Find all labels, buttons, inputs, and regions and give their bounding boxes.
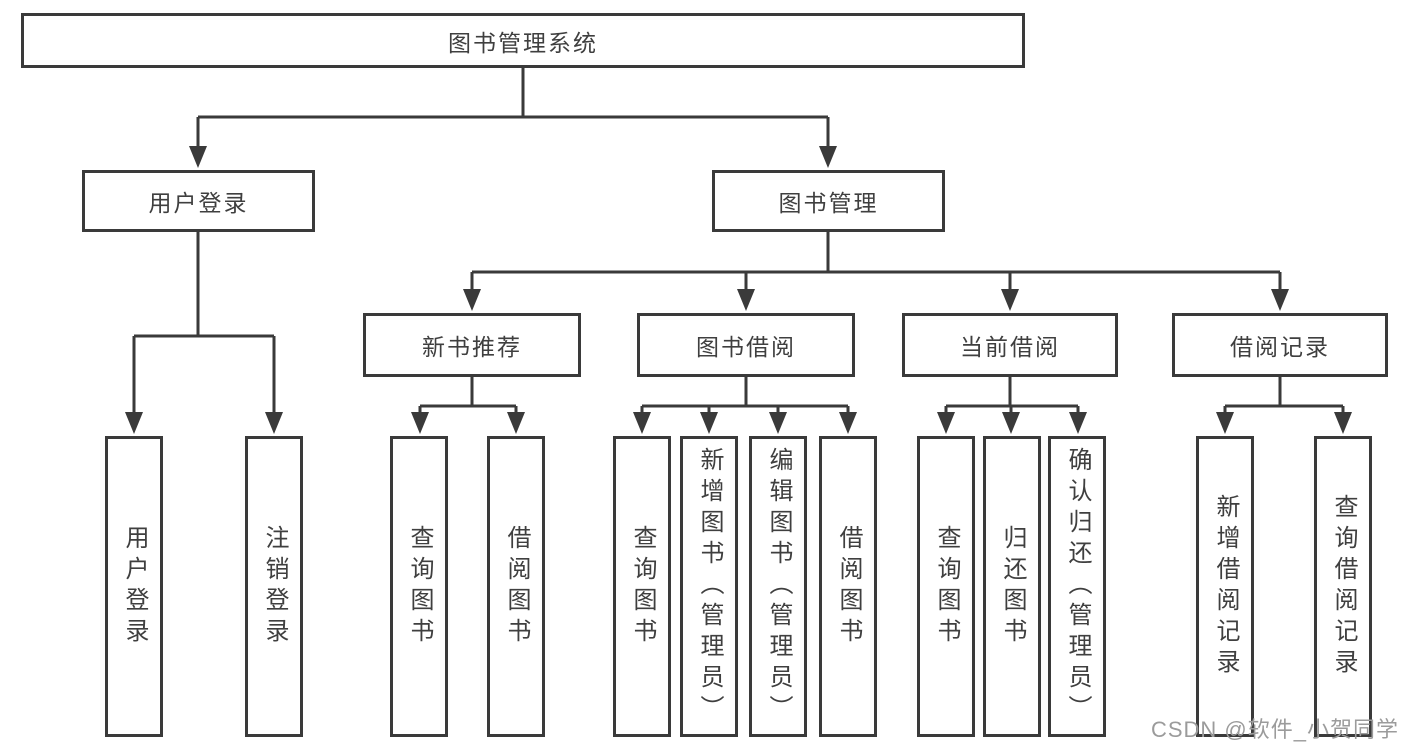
leaf-label: 查询借阅记录 <box>1330 493 1357 680</box>
node-borrow-record: 借阅记录 <box>1172 313 1388 377</box>
node-label: 借阅记录 <box>1230 334 1330 360</box>
arrow-heads <box>125 146 1352 434</box>
leaf-user-login: 用户登录 <box>105 436 163 737</box>
leaf-edit-book-admin: 编辑图书（管理员） <box>749 436 807 737</box>
leaf-add-book-admin: 新增图书（管理员） <box>680 436 738 737</box>
leaf-label: 编辑图书（管理员） <box>765 447 792 726</box>
leaf-label: 新增图书（管理员） <box>696 447 723 726</box>
leaf-borrow-book: 借阅图书 <box>819 436 877 737</box>
node-current-borrow: 当前借阅 <box>902 313 1118 377</box>
node-book-borrow: 图书借阅 <box>637 313 855 377</box>
leaf-label: 查询图书 <box>406 524 433 649</box>
node-label: 当前借阅 <box>960 334 1060 360</box>
node-user-login: 用户登录 <box>82 170 315 232</box>
leaf-label: 用户登录 <box>121 524 148 649</box>
leaf-borrow-book-recommend: 借阅图书 <box>487 436 545 737</box>
leaf-confirm-return-admin: 确认归还（管理员） <box>1048 436 1106 737</box>
leaf-label: 借阅图书 <box>835 524 862 649</box>
leaf-label: 借阅图书 <box>503 524 530 649</box>
leaf-label: 查询图书 <box>933 524 960 649</box>
node-book-management: 图书管理 <box>712 170 945 232</box>
leaf-logout: 注销登录 <box>245 436 303 737</box>
leaf-label: 查询图书 <box>629 524 656 649</box>
leaf-query-book-borrow: 查询图书 <box>613 436 671 737</box>
leaf-query-borrow-record: 查询借阅记录 <box>1314 436 1372 737</box>
node-label: 图书管理系统 <box>448 29 598 56</box>
leaf-return-book: 归还图书 <box>983 436 1041 737</box>
node-new-book-recommend: 新书推荐 <box>363 313 581 377</box>
leaf-query-book-current: 查询图书 <box>917 436 975 737</box>
node-label: 图书管理 <box>778 190 879 216</box>
leaf-add-borrow-record: 新增借阅记录 <box>1196 436 1254 737</box>
node-label: 图书借阅 <box>696 334 796 360</box>
leaf-query-book-recommend: 查询图书 <box>390 436 448 737</box>
node-label: 用户登录 <box>148 190 249 216</box>
node-system-root: 图书管理系统 <box>21 13 1025 68</box>
leaf-label: 注销登录 <box>261 524 288 649</box>
leaf-label: 确认归还（管理员） <box>1064 447 1091 726</box>
node-label: 新书推荐 <box>422 334 522 360</box>
leaf-label: 归还图书 <box>999 524 1026 649</box>
csdn-watermark: CSDN @软件_小贺同学 <box>1150 717 1399 742</box>
leaf-label: 新增借阅记录 <box>1212 493 1239 680</box>
